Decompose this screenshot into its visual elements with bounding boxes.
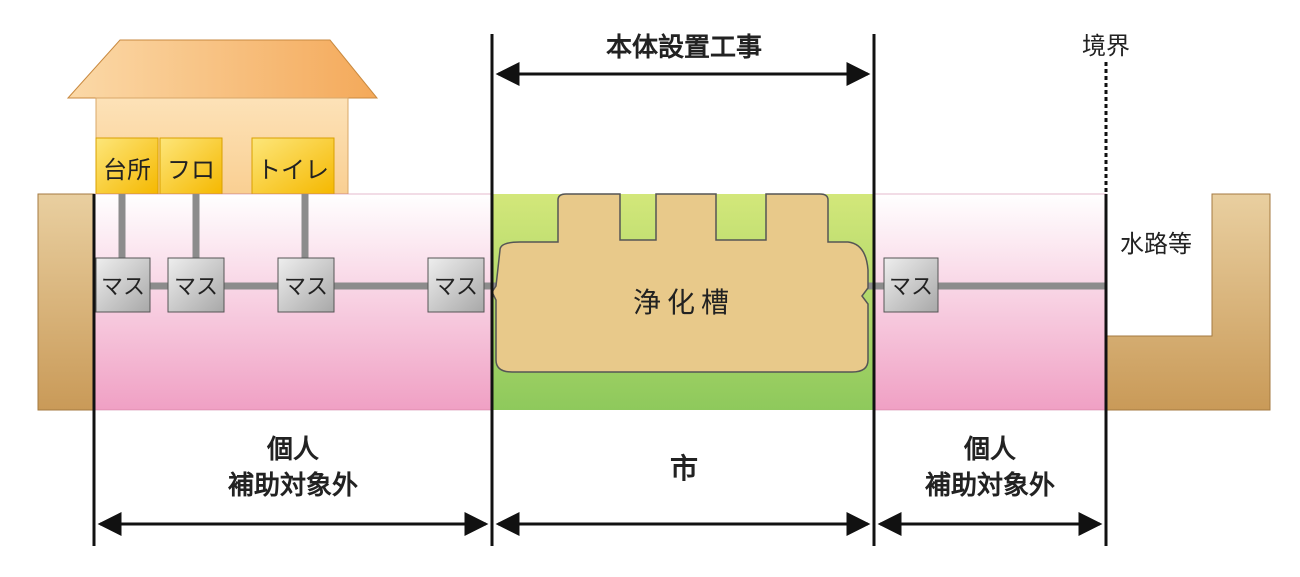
center-section-label: 市 bbox=[670, 452, 698, 485]
mas-box bbox=[167, 257, 225, 313]
room-label-kitchen: 台所 bbox=[103, 156, 151, 184]
room-label-toilet: トイレ bbox=[257, 156, 329, 184]
house: 台所 フロ トイレ bbox=[66, 39, 379, 195]
boundary-label: 境界 bbox=[1082, 32, 1130, 60]
right-section-label-1: 個人 bbox=[963, 435, 1016, 465]
mas-box bbox=[95, 257, 151, 313]
waterway-label: 水路等 bbox=[1120, 230, 1192, 258]
mas-box bbox=[883, 257, 939, 313]
room-kitchen bbox=[95, 137, 159, 195]
soil-left bbox=[37, 193, 95, 411]
left-section-label-2: 補助対象外 bbox=[227, 470, 358, 501]
top-span-label: 本体設置工事 bbox=[606, 32, 762, 63]
divider-lines bbox=[92, 34, 1108, 546]
room-toilet bbox=[251, 137, 335, 195]
mas-boxes: マス マス マス マス マス bbox=[95, 257, 939, 313]
mas-label: マス bbox=[889, 275, 933, 300]
mas-label: マス bbox=[434, 275, 478, 300]
room-label-bath: フロ bbox=[167, 156, 215, 184]
mas-box bbox=[277, 257, 335, 313]
room-bath bbox=[159, 137, 223, 195]
mas-label: マス bbox=[284, 275, 328, 300]
house-roof bbox=[66, 39, 379, 99]
soil-right-waterway bbox=[1105, 193, 1271, 411]
right-section-label-2: 補助対象外 bbox=[924, 470, 1055, 501]
mas-box bbox=[427, 257, 485, 313]
mas-label: マス bbox=[174, 275, 218, 300]
left-section-label-1: 個人 bbox=[266, 435, 319, 465]
septic-tank-label: 浄化槽 bbox=[633, 286, 735, 319]
septic-tank bbox=[491, 193, 869, 373]
mas-label: マス bbox=[101, 275, 145, 300]
